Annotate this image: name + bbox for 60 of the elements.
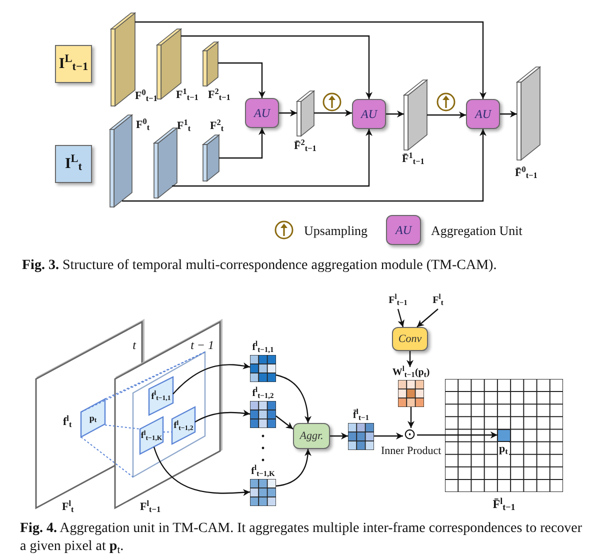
- arrow: [276, 416, 294, 430]
- arrow: [172, 129, 372, 187]
- arrow: [416, 308, 438, 328]
- feature-map-slab: [154, 128, 177, 198]
- feature-map-slab: [110, 115, 132, 207]
- arrow: [374, 432, 403, 440]
- arrow: [276, 374, 312, 424]
- dashed-line: [104, 424, 140, 430]
- feature-map-slab: [203, 135, 219, 181]
- dashed-line: [80, 352, 206, 412]
- arrow: [330, 432, 348, 440]
- feature-map-slab: [203, 42, 218, 86]
- symbol-caption: Inner Product: [381, 444, 442, 458]
- frame-label: t − 1: [190, 339, 214, 351]
- conv-box: [392, 327, 428, 351]
- arrow: [153, 446, 250, 496]
- figure-caption: Fig. 4. Aggregation unit in TM-CAM. It aggregates multiple inter-frame correspondences to recover a given pixel at p$_{t}$.: [20, 520, 584, 556]
- arrow: [218, 62, 266, 98]
- swatch-label: AU: [396, 224, 412, 236]
- legend-label: Upsampling: [304, 224, 368, 236]
- input-image-box: [55, 45, 92, 83]
- grid-label: W$^{l}$$_{t−1}$(p$_{t}$): [391, 367, 431, 379]
- pixel-label: p$_{t}$: [498, 442, 509, 456]
- dashed-line: [80, 436, 134, 478]
- arrow: [194, 410, 250, 423]
- inner-product-symbol: ⊙: [403, 428, 417, 442]
- feature-map-slab: [111, 13, 135, 106]
- arrow: [135, 21, 486, 99]
- arrow: [406, 351, 414, 367]
- aggregation-unit-box: [352, 99, 386, 129]
- arrow: [397, 308, 404, 328]
- arrow: [417, 432, 498, 438]
- arrow: [172, 362, 250, 394]
- arrow: [276, 448, 312, 487]
- aggregation-box: [293, 423, 330, 449]
- box-label: Conv: [398, 334, 422, 344]
- box-label: AU: [254, 107, 270, 119]
- input-image-box: [55, 145, 92, 183]
- aggregation-unit-box: [466, 99, 500, 129]
- feature-map-slab: [517, 67, 540, 160]
- arrow: [122, 129, 486, 202]
- legend-label: Aggregation Unit: [431, 224, 522, 236]
- box-label: Aggr.: [300, 430, 324, 442]
- arrow: [314, 110, 352, 116]
- arrow: [279, 110, 297, 116]
- arrow: [408, 407, 414, 428]
- arrow: [219, 128, 266, 159]
- feature-map-slab: [297, 91, 314, 136]
- feature-map-slab: [157, 29, 181, 99]
- aggregation-unit-box: [245, 98, 279, 128]
- frame-label: t: [132, 339, 136, 351]
- box-label: AU: [475, 108, 491, 120]
- arrow: [386, 110, 404, 118]
- arrow: [427, 112, 466, 118]
- figure-caption: Fig. 3. Structure of temporal multi-correspondence aggregation module (TM-CAM).: [22, 257, 498, 275]
- arrow: [500, 110, 517, 118]
- arrow: [181, 35, 372, 99]
- pixel-cell: [497, 429, 511, 442]
- box-label: AU: [361, 108, 377, 120]
- feature-map-slab: [404, 80, 427, 150]
